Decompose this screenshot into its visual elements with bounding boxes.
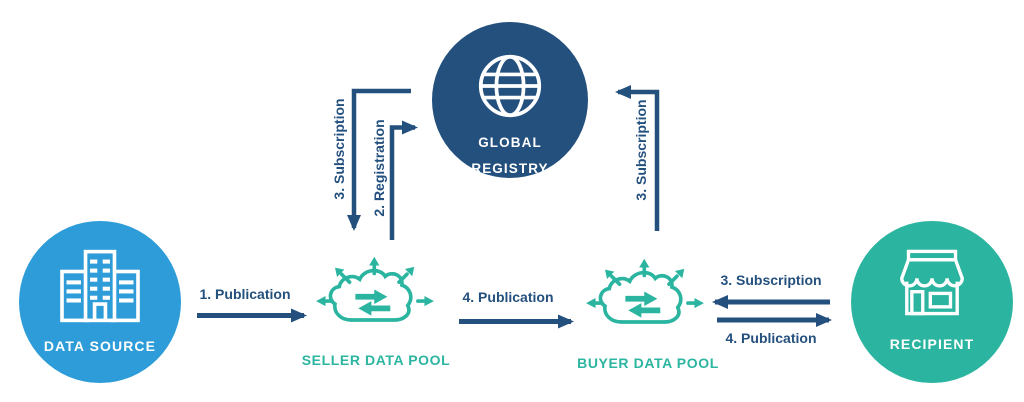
arrow-registration-2: [389, 120, 418, 240]
edge-label-subscription-3-seller: 3. Subscription: [331, 98, 347, 200]
global-registry-label-line1: GLOBAL: [478, 135, 542, 150]
building-icon: [54, 248, 146, 329]
edge-label-publication-1: 1. Publication: [199, 286, 291, 302]
edge-label-subscription-3-buyer: 3. Subscription: [633, 99, 649, 201]
recipient-label: RECIPIENT: [889, 336, 975, 352]
arrow-subscription-3-buyer: [615, 85, 660, 231]
node-data-source: DATA SOURCE: [19, 221, 181, 383]
seller-pool-label: SELLER DATA POOL: [301, 352, 451, 368]
edge-label-publication-4-pools: 4. Publication: [462, 289, 554, 305]
buyer-pool-label: BUYER DATA POOL: [577, 355, 719, 371]
buyer-pool-cloud-sync-icon: [583, 258, 707, 343]
node-recipient: RECIPIENT: [851, 221, 1013, 383]
node-global-registry: GLOBAL REGISTRY: [432, 22, 588, 178]
edge-label-publication-4-recipient: 4. Publication: [725, 330, 817, 346]
arrow-subscription-3-seller: [347, 88, 411, 231]
storefront-icon: [890, 246, 974, 329]
edge-label-registration-2: 2. Registration: [371, 119, 387, 217]
seller-pool-cloud-sync-icon: [313, 256, 437, 341]
globe-icon: [476, 52, 544, 125]
edge-label-subscription-3-recipient: 3. Subscription: [720, 272, 822, 288]
data-source-label: DATA SOURCE: [43, 338, 157, 354]
global-registry-label-line2: REGISTRY: [471, 161, 549, 176]
